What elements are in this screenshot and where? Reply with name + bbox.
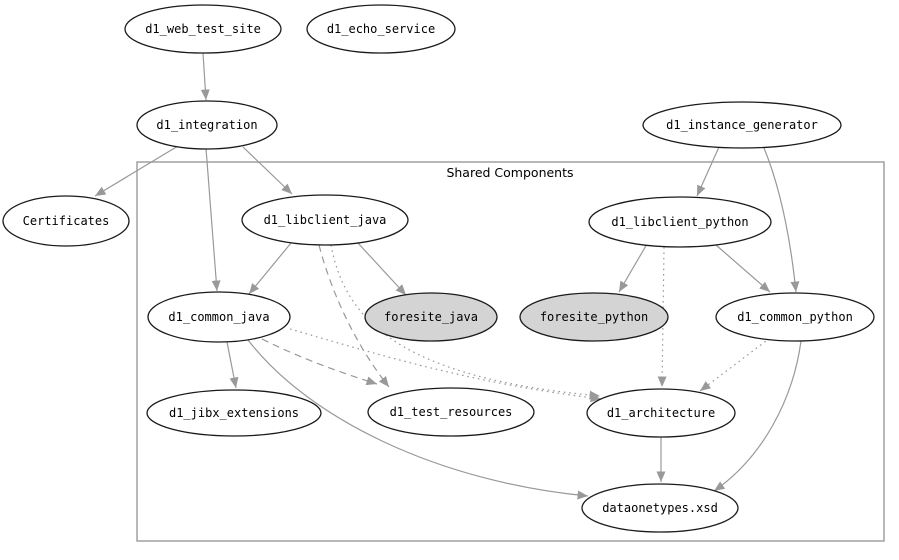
node-d1_common_java-label: d1_common_java (168, 310, 269, 324)
node-d1_common_python-shape (715, 292, 875, 342)
node-foresite_java-label: foresite_java (384, 310, 478, 324)
node-d1_web_test_site-shape (124, 4, 282, 54)
edge-d1_common_java-to-dataonetypes.xsd (247, 339, 589, 500)
node-foresite_python: foresite_python (519, 292, 669, 342)
node-d1_web_test_site: d1_web_test_site (124, 4, 282, 54)
node-foresite_java-shape (364, 292, 498, 342)
node-d1_common_java: d1_common_java (147, 291, 291, 343)
node-d1_instance_generator-label: d1_instance_generator (666, 118, 818, 132)
node-d1_common_java-shape (147, 291, 291, 343)
edge-d1_instance_generator-to-d1_libclient_python (696, 146, 720, 197)
edge-d1_integration-to-Certificates (94, 145, 179, 197)
node-d1_echo_service-shape (306, 4, 456, 54)
node-Certificates: Certificates (2, 195, 130, 247)
node-dataonetypes.xsd-label: dataonetypes.xsd (602, 501, 718, 515)
node-d1_jibx_extensions-shape (146, 389, 322, 437)
node-d1_architecture-label: d1_architecture (607, 406, 715, 420)
edge-d1_integration-to-d1_libclient_java (242, 146, 293, 195)
node-d1_libclient_java-label: d1_libclient_java (264, 213, 387, 227)
node-d1_test_resources-shape (367, 387, 535, 437)
node-d1_test_resources-label: d1_test_resources (390, 405, 513, 419)
node-d1_libclient_python-shape (588, 196, 772, 248)
edge-d1_libclient_python-to-foresite_python (618, 243, 648, 293)
node-d1_jibx_extensions-label: d1_jibx_extensions (169, 406, 299, 420)
cluster-label: Shared Components (446, 165, 573, 180)
node-d1_libclient_python: d1_libclient_python (588, 196, 772, 248)
node-d1_libclient_java-shape (241, 194, 409, 246)
node-foresite_python-shape (519, 292, 669, 342)
node-d1_integration-label: d1_integration (156, 118, 257, 132)
node-d1_libclient_python-label: d1_libclient_python (611, 215, 748, 229)
node-d1_architecture-shape (586, 388, 736, 438)
node-d1_libclient_java: d1_libclient_java (241, 194, 409, 246)
edge-d1_web_test_site-to-d1_integration (200, 52, 210, 101)
node-foresite_java: foresite_java (364, 292, 498, 342)
edge-d1_common_python-to-d1_architecture (699, 337, 771, 392)
edge-d1_common_java-to-d1_test_resources (261, 338, 378, 386)
node-d1_integration-shape (136, 100, 278, 150)
node-d1_echo_service: d1_echo_service (306, 4, 456, 54)
node-d1_architecture: d1_architecture (586, 388, 736, 438)
node-d1_instance_generator: d1_instance_generator (642, 101, 842, 149)
edge-d1_libclient_java-to-foresite_java (356, 241, 407, 296)
node-Certificates-shape (2, 195, 130, 247)
node-foresite_python-label: foresite_python (540, 310, 648, 324)
node-d1_common_python: d1_common_python (715, 292, 875, 342)
node-d1_echo_service-label: d1_echo_service (327, 22, 435, 36)
node-dataonetypes.xsd-shape (581, 483, 739, 533)
node-d1_integration: d1_integration (136, 100, 278, 150)
node-d1_instance_generator-shape (642, 101, 842, 149)
node-d1_test_resources: d1_test_resources (367, 387, 535, 437)
node-dataonetypes.xsd: dataonetypes.xsd (581, 483, 739, 533)
edge-d1_integration-to-d1_common_java (205, 148, 221, 292)
edge-d1_libclient_java-to-d1_architecture (330, 244, 601, 400)
edge-d1_common_python-to-dataonetypes.xsd (713, 340, 802, 492)
shared-components-cluster (136, 161, 885, 542)
node-Certificates-label: Certificates (23, 214, 110, 228)
edge-d1_common_java-to-d1_jibx_extensions (226, 341, 239, 389)
node-d1_web_test_site-label: d1_web_test_site (145, 22, 261, 36)
edge-d1_libclient_java-to-d1_common_java (248, 242, 292, 295)
edge-d1_instance_generator-to-d1_common_python (763, 147, 800, 293)
edge-d1_libclient_java-to-d1_test_resources (318, 244, 390, 388)
node-d1_jibx_extensions: d1_jibx_extensions (146, 389, 322, 437)
edge-d1_libclient_python-to-d1_common_python (715, 244, 771, 293)
node-d1_common_python-label: d1_common_python (737, 310, 853, 324)
